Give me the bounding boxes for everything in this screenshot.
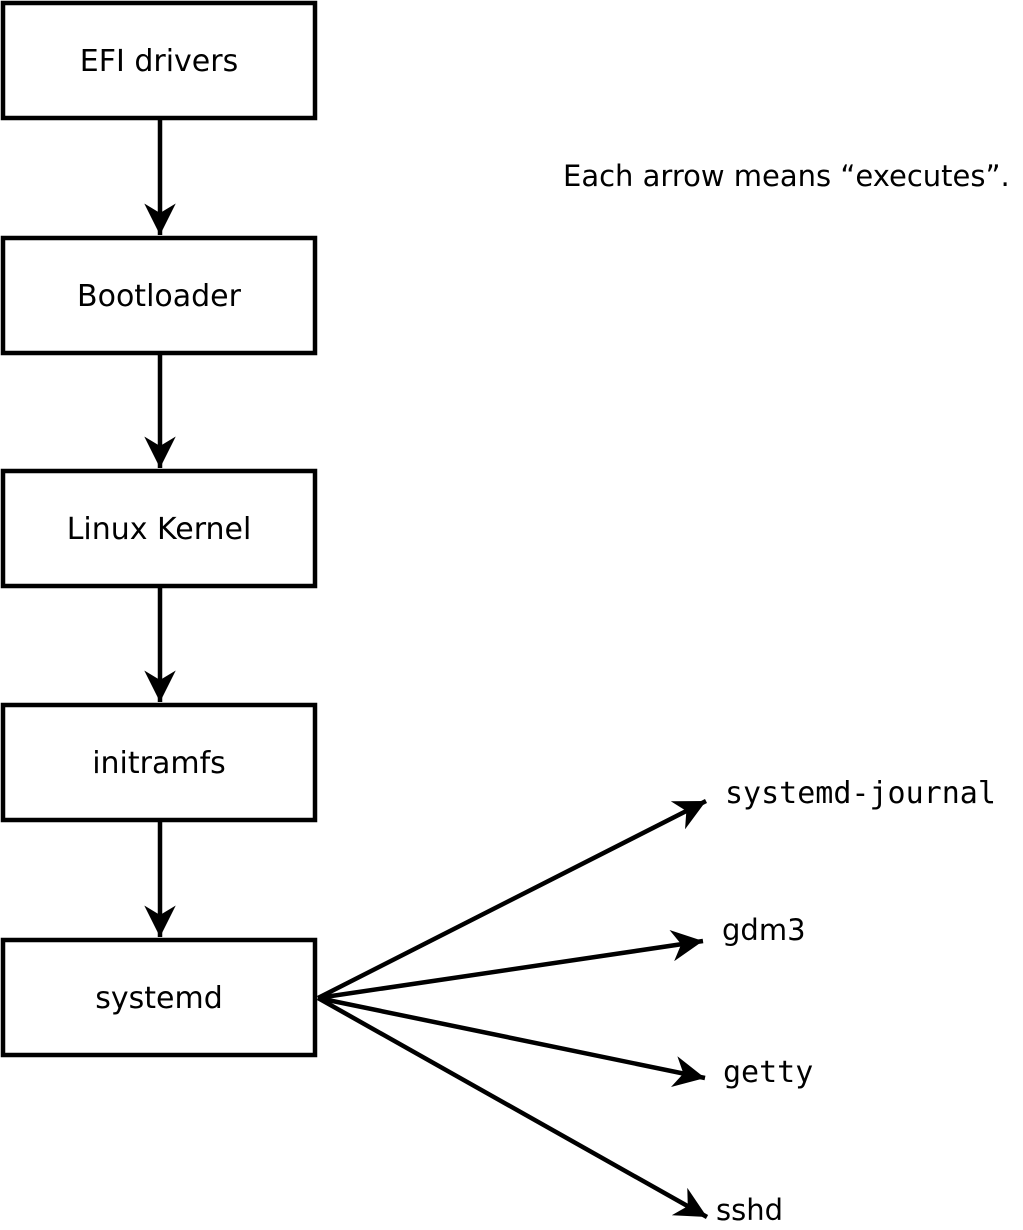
edge-systemd-to-sshd	[316, 996, 709, 1219]
edge-systemd-to-getty	[317, 995, 706, 1088]
node-label-efi-drivers: EFI drivers	[80, 44, 238, 79]
process-label-systemd-journal: systemd-journal	[725, 776, 996, 811]
node-box-linux-kernel	[0, 468, 318, 589]
diagram-caption: Each arrow means “executes”.	[563, 159, 1010, 193]
node-box-systemd	[0, 937, 318, 1058]
edge-systemd-to-gdm3	[317, 930, 704, 1001]
node-label-initramfs: initramfs	[92, 746, 226, 781]
node-box-bootloader	[0, 235, 318, 356]
process-label-getty: getty	[723, 1055, 813, 1090]
edge-systemd-to-systemd-journal	[316, 798, 708, 1001]
node-box-efi-drivers	[0, 0, 318, 121]
node-label-bootloader: Bootloader	[77, 279, 242, 314]
node-box-initramfs	[0, 702, 318, 823]
node-label-systemd: systemd	[95, 981, 223, 1016]
process-label-sshd: sshd	[716, 1193, 783, 1227]
node-label-linux-kernel: Linux Kernel	[67, 512, 252, 547]
process-label-gdm3: gdm3	[722, 913, 806, 947]
